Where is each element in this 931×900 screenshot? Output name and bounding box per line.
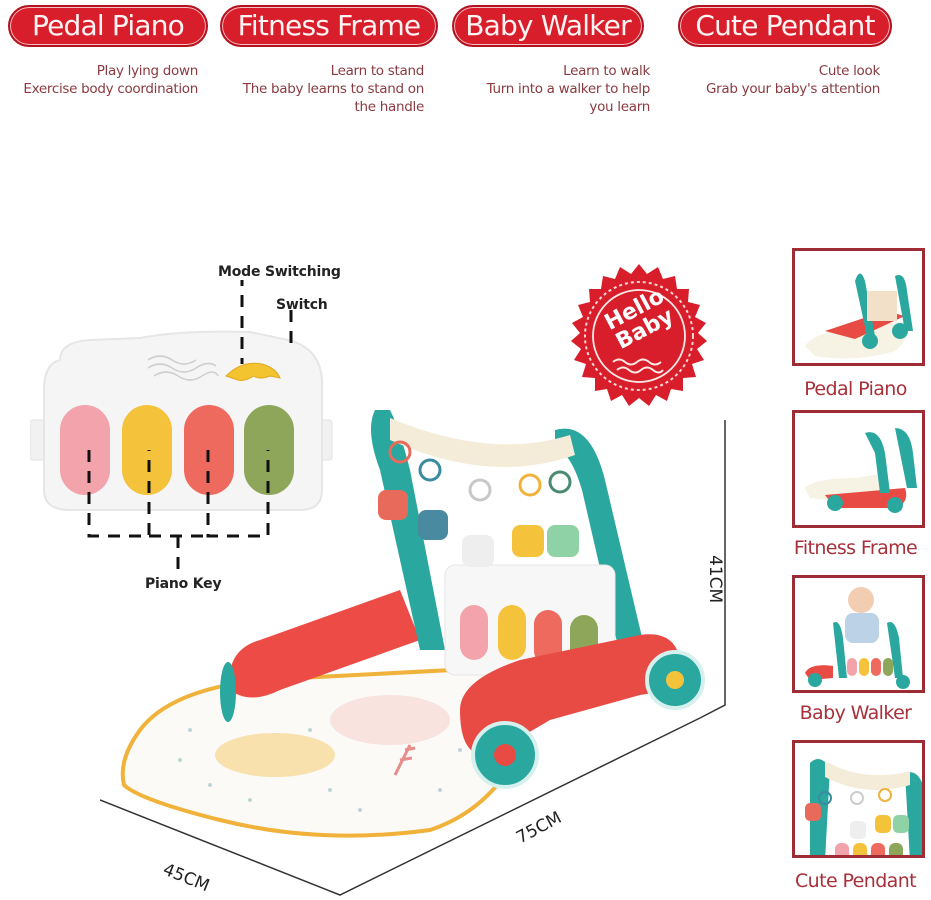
piano-key-label: Piano Key (145, 576, 222, 592)
feature-desc-fitness-frame: Learn to stand The baby learns to stand … (230, 62, 425, 116)
thumbnail-label-fitness-frame: Fitness Frame (793, 537, 918, 559)
feature-pill-fitness-frame: Fitness Frame (220, 5, 438, 47)
hello-baby-badge: Hello Baby (565, 262, 713, 410)
piano-panel-illustration (30, 280, 333, 570)
desc-line: you learn (589, 99, 650, 115)
desc-line: Exercise body coordination (23, 81, 198, 97)
desc-line: The baby learns to stand on (242, 81, 425, 97)
desc-line: Learn to stand (330, 63, 425, 79)
desc-line: Grab your baby's attention (705, 81, 880, 97)
desc-line: the handle (354, 99, 425, 115)
dolphin-icon (225, 362, 281, 381)
thumbnail-label-cute-pendant: Cute Pendant (795, 870, 917, 892)
feature-desc-pedal-piano: Play lying down Exercise body coordinati… (10, 62, 198, 98)
feature-pill-pedal-piano: Pedal Piano (8, 5, 208, 47)
desc-line: Turn into a walker to help (486, 81, 651, 97)
desc-line: Cute look (818, 63, 881, 79)
music-wave-icon (147, 355, 219, 381)
starburst-shape (571, 264, 707, 406)
switch-label: Switch (276, 297, 328, 313)
thumbnail-fitness-frame[interactable] (792, 410, 925, 528)
thumbnail-cute-pendant[interactable] (792, 740, 925, 858)
thumbnail-label-baby-walker: Baby Walker (799, 702, 912, 724)
feature-desc-baby-walker: Learn to walk Turn into a walker to help… (470, 62, 651, 116)
thumbnail-baby-walker[interactable] (792, 575, 925, 693)
feature-pill-baby-walker: Baby Walker (452, 5, 644, 47)
feature-pill-cute-pendant: Cute Pendant (678, 5, 892, 47)
desc-line: Play lying down (96, 63, 199, 79)
thumbnail-pedal-piano[interactable] (792, 248, 925, 366)
feature-desc-cute-pendant: Cute look Grab your baby's attention (690, 62, 880, 98)
height-dimension-label: 41CM (705, 555, 725, 604)
activity-gym-walker-illustration (100, 410, 726, 896)
thumbnail-label-pedal-piano: Pedal Piano (804, 378, 907, 400)
mode-switching-label: Mode Switching (218, 264, 341, 280)
desc-line: Learn to walk (563, 63, 650, 79)
